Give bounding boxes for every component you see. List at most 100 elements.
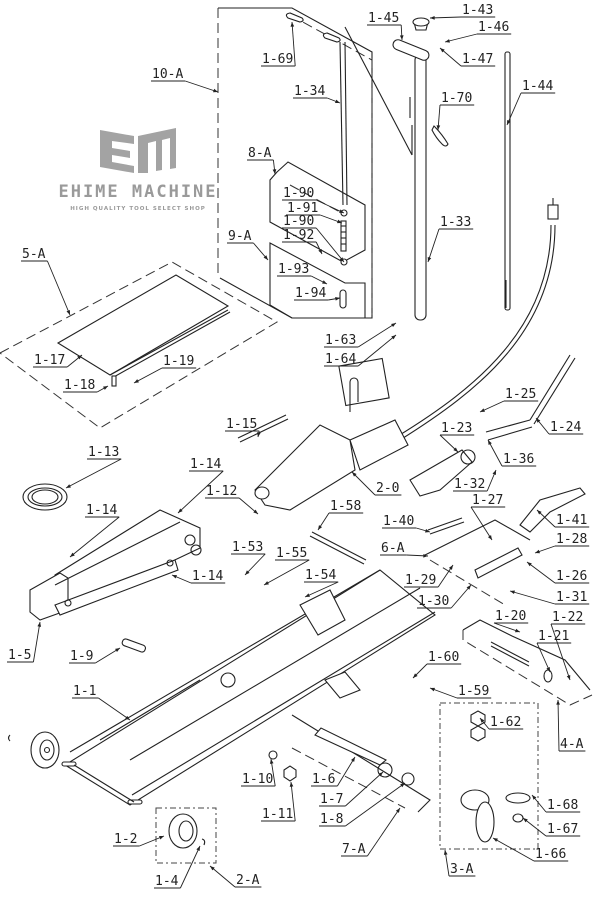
callout-arrowhead (466, 585, 471, 590)
callout-arrowhead (351, 757, 355, 762)
callout-arrowhead (425, 528, 430, 533)
callout-label: 1-21 (538, 629, 569, 644)
callout-1-22: 1-22 (550, 610, 586, 681)
callout-label: 1-17 (34, 353, 65, 368)
callout-label: 4-A (560, 737, 584, 752)
callout-1-90a: 1-90 (282, 186, 345, 214)
callout-label: 1-8 (320, 812, 343, 827)
callout-1-18: 1-18 (63, 378, 109, 393)
callout-leader-line (69, 516, 120, 558)
callout-arrowhead (537, 510, 542, 515)
callout-1-9: 1-9 (69, 647, 121, 664)
callout-1-17: 1-17 (33, 353, 83, 368)
callout-leader-line (290, 781, 296, 822)
callout-label: 1-94 (295, 286, 326, 301)
callout-1-94: 1-94 (294, 286, 341, 301)
callout-arrowhead (77, 355, 82, 360)
callout-1-36: 1-36 (487, 439, 537, 467)
callout-arrowhead (492, 470, 496, 475)
callout-arrowhead (339, 209, 344, 213)
callout-arrowhead (337, 219, 342, 224)
callout-label: 1-4 (155, 874, 179, 889)
callout-10-A: 10-A (151, 67, 219, 93)
callout-arrowhead (339, 257, 344, 262)
callout-arrowhead (453, 447, 458, 452)
callout-1-54: 1-54 (304, 568, 339, 598)
callout-leader-line (557, 699, 560, 752)
callout-label: 1-93 (278, 262, 309, 277)
callout-arrowhead (443, 850, 448, 855)
callout-label: 1-29 (405, 573, 436, 588)
callout-1-40: 1-40 (382, 514, 431, 533)
callout-arrowhead (125, 715, 130, 720)
callout-1-14a: 1-14 (177, 457, 224, 514)
callout-arrowhead (178, 508, 183, 513)
callout-1-6: 1-6 (311, 756, 356, 787)
linkage-group-box (424, 519, 531, 606)
callout-label: 1-24 (550, 420, 581, 435)
callout-leader-line (244, 553, 266, 576)
callout-1-58: 1-58 (317, 499, 364, 531)
pump-yoke (409, 449, 476, 497)
callout-leader-line (304, 581, 339, 598)
callout-leader-line (357, 322, 397, 348)
callout-leader-line (209, 865, 236, 888)
callout-1-59: 1-59 (429, 684, 492, 699)
callout-1-13: 1-13 (65, 445, 122, 489)
callout-label: 1-22 (552, 610, 583, 625)
jack-frame (61, 569, 436, 806)
callout-1-63: 1-63 (324, 322, 397, 348)
callout-label: 1-7 (320, 792, 343, 807)
callout-arrowhead (487, 535, 492, 540)
callout-leader-line (291, 21, 296, 67)
callout-1-23: 1-23 (439, 421, 475, 453)
watermark-brand-name: EHIME MACHINE (58, 182, 218, 202)
callout-leader-line (98, 697, 131, 721)
callout-leader-line (427, 228, 440, 263)
callout-leader-line (487, 439, 503, 467)
callout-arrowhead (566, 675, 571, 680)
callout-1-67: 1-67 (522, 817, 581, 837)
callout-arrowhead (556, 700, 560, 705)
callout-label: 1-30 (418, 594, 449, 609)
callout-arrowhead (515, 628, 520, 633)
callout-label: 1-68 (547, 798, 578, 813)
callout-leader-line (133, 367, 163, 384)
callout-leader-line (470, 506, 493, 541)
rear-wheel (7, 731, 60, 769)
callout-1-31: 1-31 (509, 590, 590, 605)
callout-1-10: 1-10 (241, 758, 276, 787)
callout-label: 5-A (22, 247, 46, 262)
callout-leader-line (450, 584, 472, 609)
callout-1-30: 1-30 (417, 584, 472, 609)
callout-1-5: 1-5 (7, 621, 42, 663)
callout-label: 1-54 (305, 568, 336, 583)
callout-1-27: 1-27 (470, 493, 506, 541)
foot-pedal (519, 487, 586, 533)
callout-leader-line (357, 334, 397, 367)
callout-leader-line (65, 458, 122, 489)
callout-1-2: 1-2 (113, 832, 165, 847)
callout-1-53: 1-53 (231, 540, 266, 576)
callout-5-A: 5-A (21, 247, 71, 316)
pin-kit-group-box (269, 242, 366, 319)
callout-label: 3-A (450, 862, 474, 877)
callout-arrowhead (272, 169, 277, 174)
callout-label: 1-32 (454, 477, 485, 492)
callout-arrowhead (378, 772, 383, 777)
callout-leader-line (522, 817, 547, 837)
callout-label: 1-18 (64, 378, 95, 393)
callout-arrowhead (335, 296, 340, 301)
pedal-spring (427, 517, 465, 535)
callout-label: 1-34 (294, 84, 325, 99)
callout-label: 1-59 (458, 684, 489, 699)
callout-1-68: 1-68 (531, 794, 581, 813)
callout-label: 1-45 (368, 11, 399, 26)
callout-label: 1-53 (232, 540, 263, 555)
callout-leader-line (492, 837, 535, 862)
callout-label: 1-33 (440, 215, 471, 230)
callout-1-1: 1-1 (72, 684, 131, 721)
callout-leader-line (185, 80, 219, 93)
callout-arrowhead (318, 525, 323, 530)
